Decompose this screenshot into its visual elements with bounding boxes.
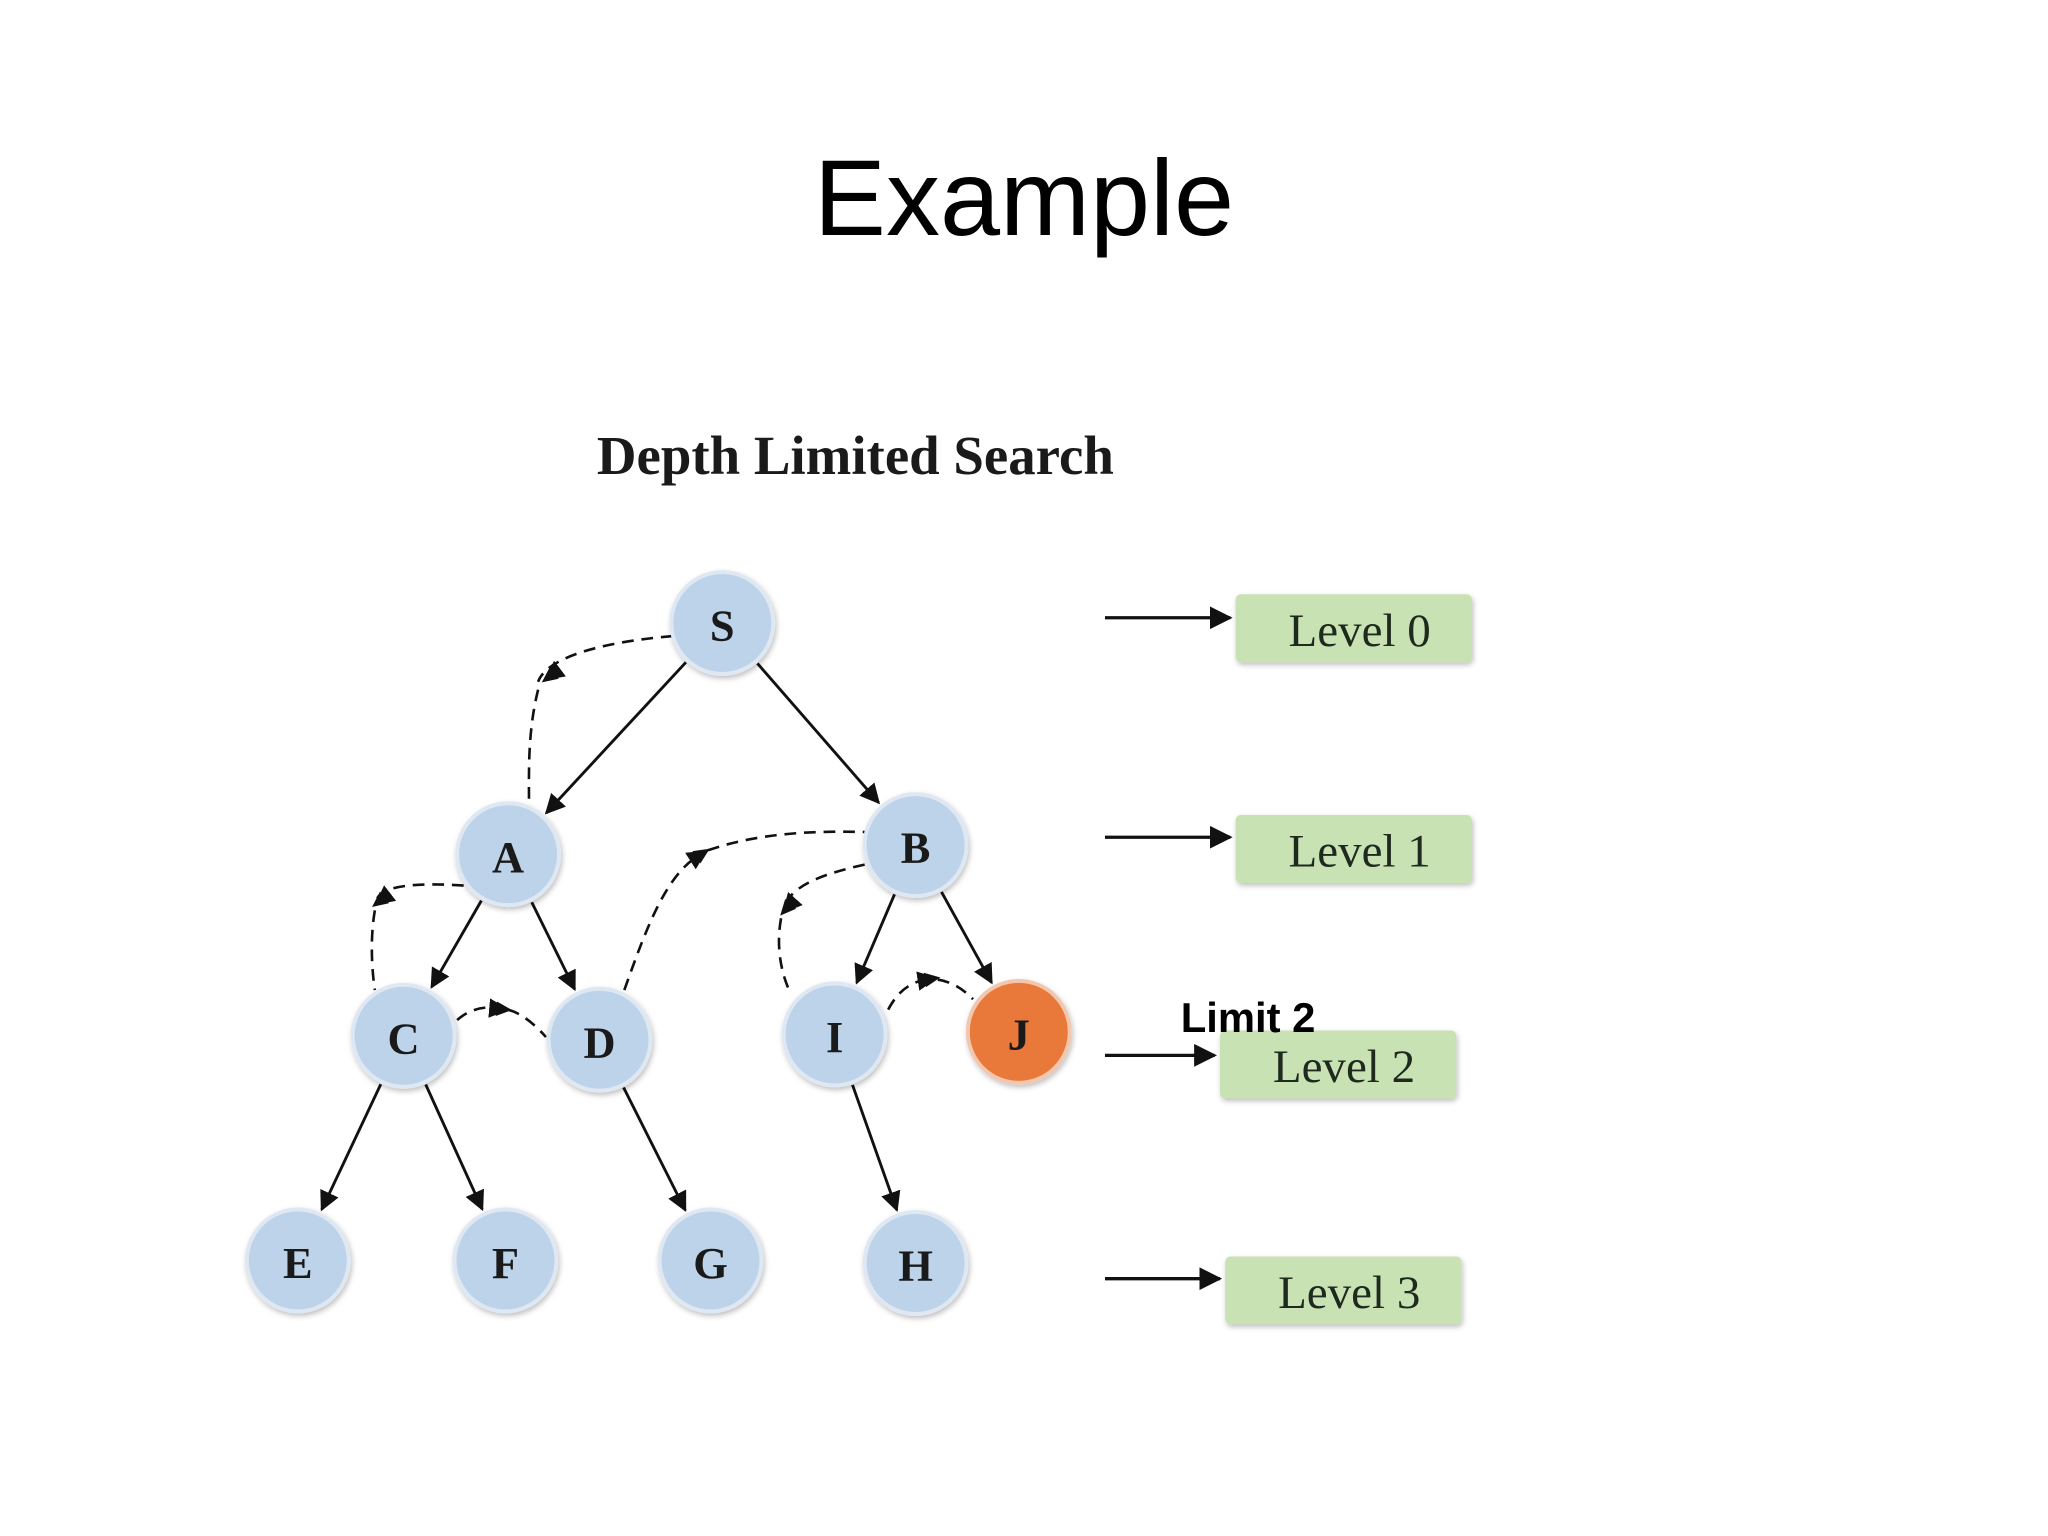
slide-title: Example (813, 137, 1235, 258)
traversal-arrowhead-icon (923, 972, 941, 988)
node-S: S (669, 570, 776, 676)
node-circle (244, 1207, 351, 1314)
traversal-arrowhead-icon (495, 1001, 512, 1017)
node-A: A (455, 801, 561, 908)
node-label: I (826, 1012, 843, 1062)
depth-limit-label: Limit 2 (1181, 994, 1316, 1041)
traversal-arc-S-A (527, 634, 673, 804)
level-label: Level 2 (1273, 1041, 1415, 1093)
node-circle (657, 1207, 764, 1314)
level-box (1219, 1030, 1457, 1099)
node-label: H (898, 1241, 933, 1291)
diagram-subtitle: Depth Limited Search (597, 425, 1114, 486)
level-0: Level 0 (1104, 594, 1472, 663)
node-circle (455, 801, 561, 908)
node-circle (781, 981, 888, 1088)
level-1: Level 1 (1104, 815, 1472, 883)
level-box (1235, 815, 1472, 883)
node-label: F (492, 1238, 519, 1288)
edge-D-G (622, 1086, 687, 1213)
traversal-arrowhead-icon (541, 667, 559, 683)
level-3: Level 3 (1104, 1256, 1462, 1325)
node-circle (862, 792, 969, 898)
node-label: G (693, 1238, 728, 1288)
node-circle (669, 570, 776, 676)
node-circle (546, 986, 653, 1093)
traversal-arrowhead-icon (692, 848, 710, 864)
edge-C-E (320, 1083, 383, 1212)
edge-A-C (430, 899, 483, 989)
node-label: J (1008, 1009, 1030, 1059)
traversal-arrowhead-icon (372, 891, 389, 908)
edge-A-D (530, 901, 576, 992)
node-label: A (492, 832, 524, 882)
edge-S-B (756, 662, 881, 805)
edge-B-I (854, 893, 896, 985)
node-label: D (583, 1017, 615, 1067)
node-E: E (244, 1207, 351, 1314)
traversal-arc-D-B (623, 830, 865, 991)
node-J: J (965, 978, 1072, 1085)
level-box (1225, 1256, 1462, 1325)
level-label: Level 0 (1289, 605, 1431, 657)
node-circle (452, 1207, 559, 1314)
node-F: F (452, 1207, 559, 1314)
node-H: H (862, 1210, 969, 1316)
edge-C-F (424, 1083, 484, 1212)
node-G: G (657, 1207, 764, 1314)
node-D: D (546, 986, 653, 1093)
edge-I-H (851, 1084, 901, 1212)
level-label: Level 1 (1289, 826, 1431, 878)
level-label: Level 3 (1278, 1267, 1420, 1319)
node-B: B (862, 792, 969, 898)
traversal-arc-B-I (777, 863, 865, 994)
node-label: E (283, 1238, 313, 1288)
edge-B-J (940, 891, 993, 985)
node-circle (862, 1210, 969, 1316)
traversal-arrowhead-icon (780, 899, 797, 916)
level-box (1235, 594, 1472, 663)
node-circle (350, 982, 457, 1089)
node-C: C (350, 982, 457, 1089)
node-label: B (901, 823, 931, 873)
node-label: C (388, 1013, 420, 1063)
goal-node-circle (965, 978, 1072, 1085)
node-label: S (710, 601, 735, 651)
level-2: Level 2 (1104, 1030, 1457, 1099)
node-I: I (781, 981, 888, 1088)
edge-S-A (544, 661, 687, 815)
